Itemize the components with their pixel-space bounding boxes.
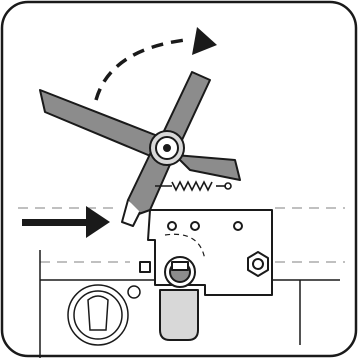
knob-icon [160, 257, 198, 340]
bracket-icon [140, 210, 272, 295]
pivot-hub [150, 131, 184, 165]
